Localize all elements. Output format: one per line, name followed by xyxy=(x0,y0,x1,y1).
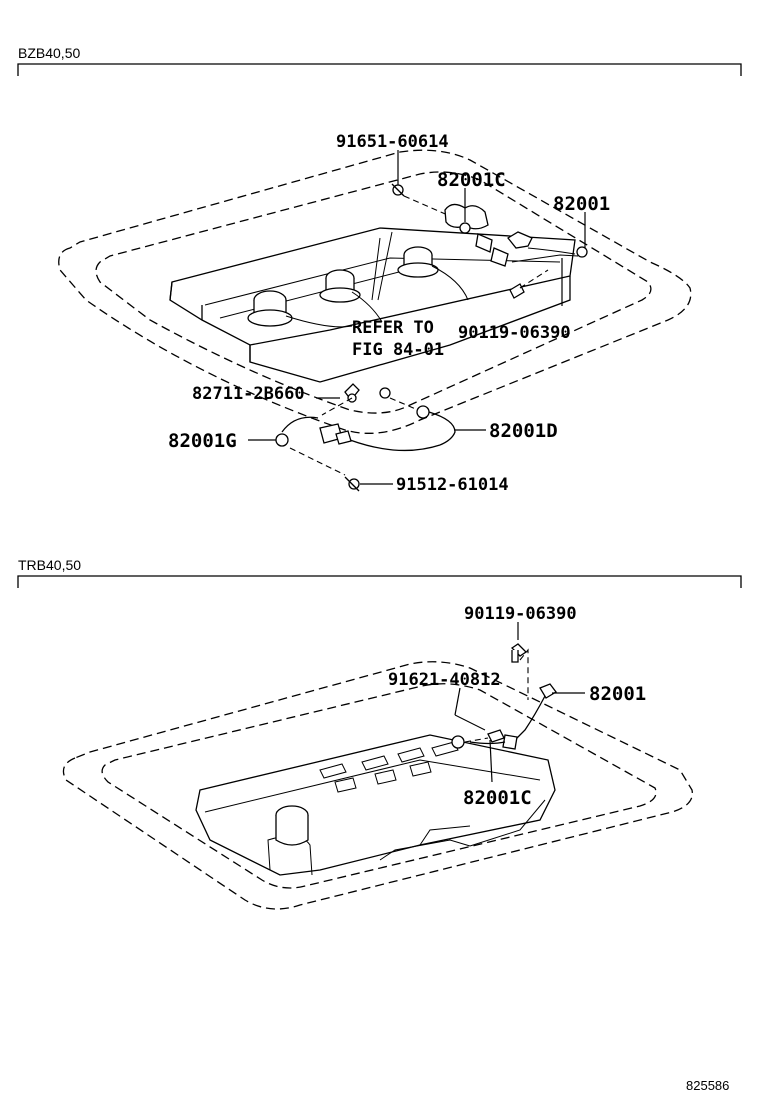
label-91512-61014: 91512-61014 xyxy=(396,475,509,495)
label-90119-06390: 90119-06390 xyxy=(458,323,571,343)
engine-cover-inner-outline xyxy=(95,171,652,414)
label-82711-2B660: 82711-2B660 xyxy=(192,384,305,404)
engine-cover-inner-outline-2 xyxy=(101,683,657,889)
section-code-trb: TRB40,50 xyxy=(18,557,81,573)
section-trb: TRB40,50 xyxy=(17,557,742,910)
engine-cover-outline-2 xyxy=(62,661,693,910)
label-82001-2: 82001 xyxy=(589,683,646,705)
section-bzb: BZB40,50 xyxy=(17,45,742,495)
section-bracket-bzb xyxy=(17,63,742,76)
section-code-bzb: BZB40,50 xyxy=(18,45,80,61)
label-82001C: 82001C xyxy=(437,169,506,191)
label-82001D: 82001D xyxy=(489,420,558,442)
label-refer-to: REFER TO xyxy=(352,318,434,338)
figure-code: 825586 xyxy=(686,1078,729,1093)
label-91621-40812: 91621-40812 xyxy=(388,670,501,690)
sensor-harness-2 xyxy=(451,643,557,750)
harness-lower xyxy=(275,383,456,492)
leader-82001C-2 xyxy=(489,739,493,783)
sensor-harness-top xyxy=(391,183,588,306)
label-91651-60614: 91651-60614 xyxy=(336,132,449,152)
label-fig-ref: FIG 84-01 xyxy=(352,340,444,360)
engine-block-2 xyxy=(195,734,556,876)
engine-cover-outline xyxy=(58,149,692,434)
engine-block xyxy=(169,227,576,383)
label-82001G: 82001G xyxy=(168,430,237,452)
label-82001: 82001 xyxy=(553,193,610,215)
section-bracket-trb xyxy=(17,575,742,588)
label-82001C-2: 82001C xyxy=(463,787,532,809)
label-90119-06390-2: 90119-06390 xyxy=(464,604,577,624)
leader-91621 xyxy=(454,687,461,716)
